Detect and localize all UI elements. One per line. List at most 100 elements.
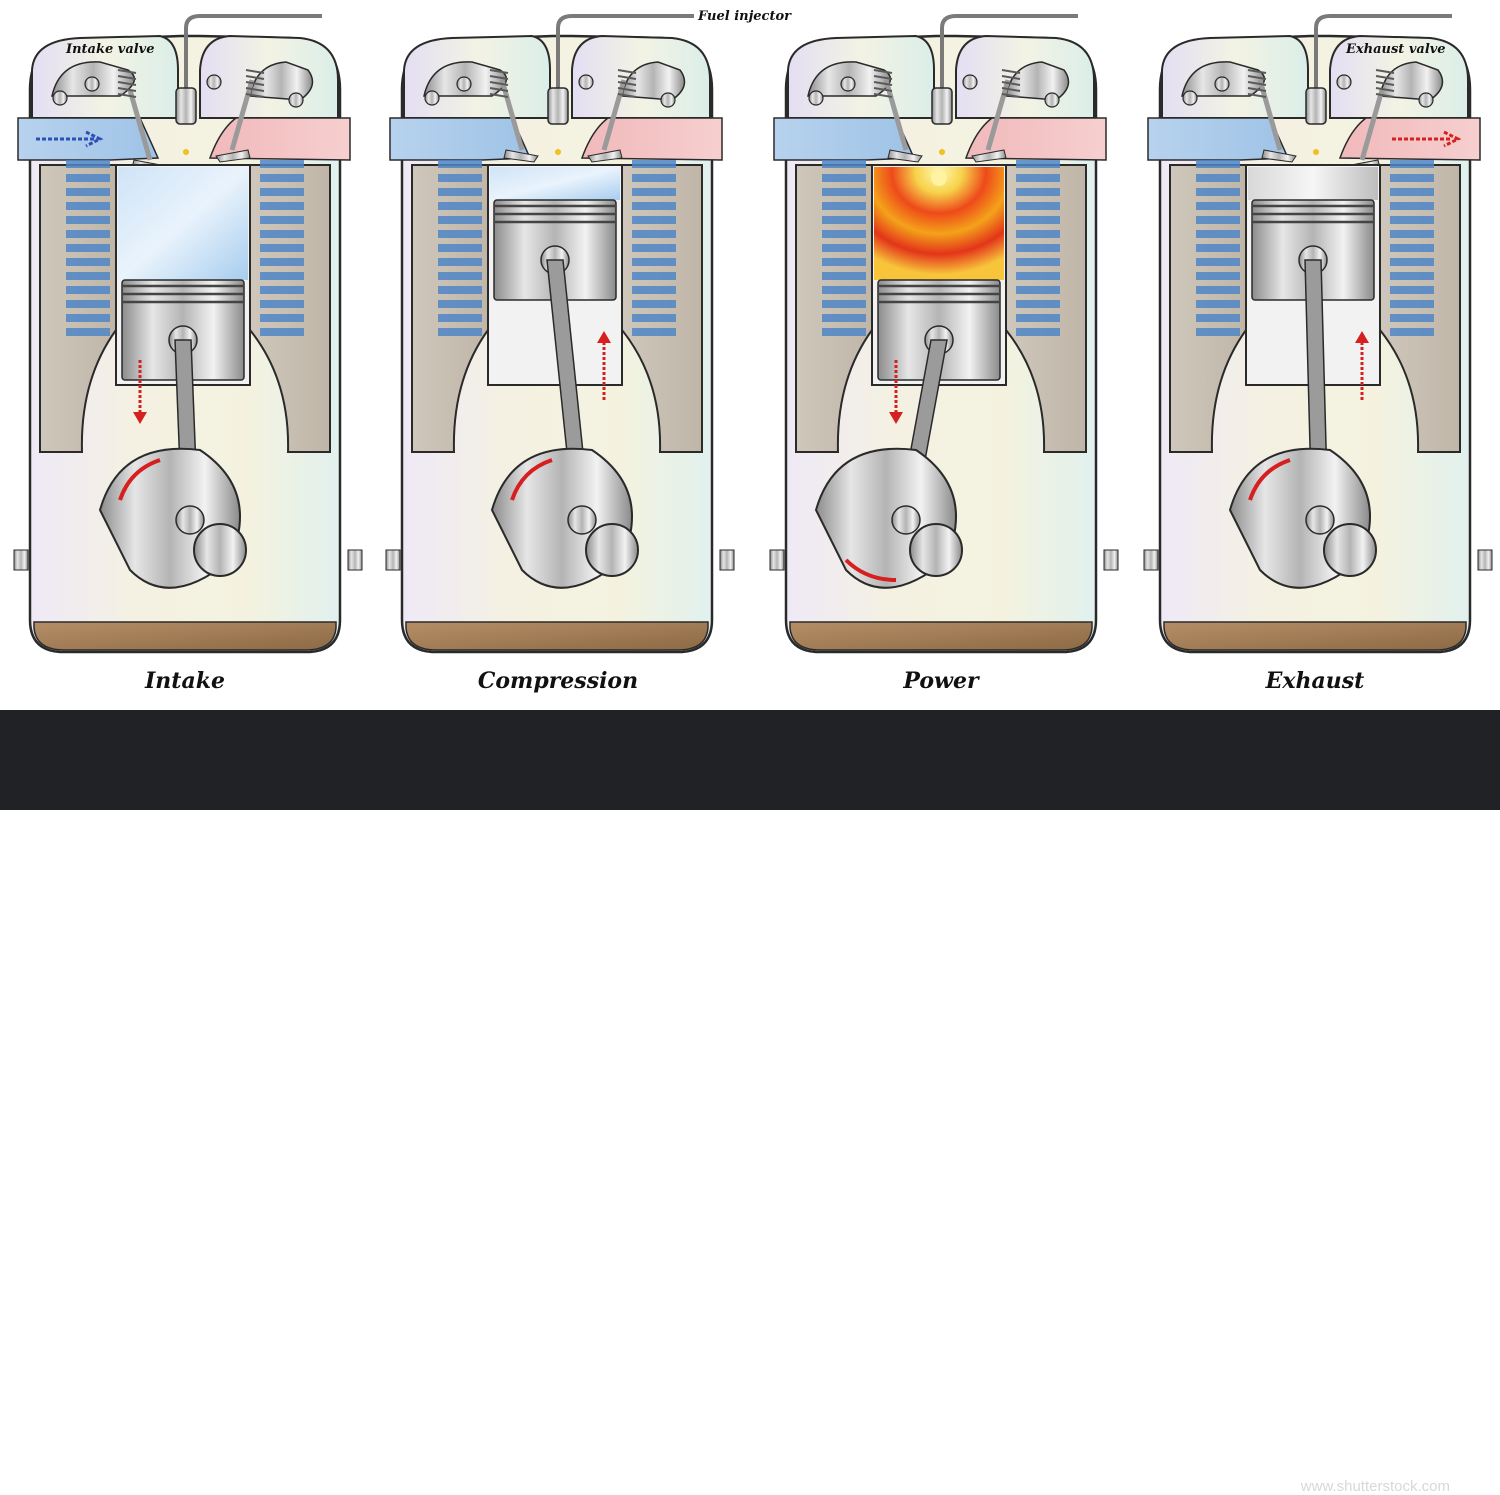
coolant-channel xyxy=(260,230,304,238)
coolant-channel xyxy=(1390,160,1434,168)
piston-motion-arrowhead xyxy=(597,331,611,343)
mount-bolt xyxy=(719,549,735,571)
coolant-channel xyxy=(1016,244,1060,252)
stroke-caption-compression: Compression xyxy=(477,668,639,694)
coolant-channel xyxy=(822,300,866,308)
coolant-channel xyxy=(1390,188,1434,196)
coolant-channel xyxy=(260,300,304,308)
brand-logo: shutterst∴ck xyxy=(52,1438,371,1492)
crank-main-journal xyxy=(891,505,921,535)
coolant-channel xyxy=(822,244,866,252)
valve-spring xyxy=(617,87,637,92)
coolant-channel xyxy=(1016,216,1060,224)
rocker-pivot xyxy=(456,76,472,92)
crank-main-journal xyxy=(1305,505,1335,535)
valve-spring xyxy=(1375,81,1395,86)
coolant-channel xyxy=(260,174,304,182)
intake-valve-head xyxy=(1261,149,1297,163)
valve-spring xyxy=(1247,81,1267,86)
coolant-channel xyxy=(1016,230,1060,238)
valve-spring xyxy=(1375,93,1395,98)
valve-spring xyxy=(489,87,509,92)
coolant-channel xyxy=(1390,216,1434,224)
rocker-pivot xyxy=(660,92,676,108)
coolant-channel xyxy=(1016,300,1060,308)
coolant-channel xyxy=(822,174,866,182)
crank-pin xyxy=(193,523,247,577)
intake-valve-stem xyxy=(1257,79,1283,151)
coolant-channel xyxy=(1016,328,1060,336)
coolant-channel xyxy=(822,230,866,238)
valve-spring xyxy=(117,87,137,92)
intake-valve-stem xyxy=(883,79,909,151)
valve-spring xyxy=(1001,93,1021,98)
site-url: www.shutterstock.com xyxy=(1300,1478,1450,1495)
valve-spring xyxy=(489,75,509,80)
coolant-channel xyxy=(1390,272,1434,280)
four-stroke-diagram xyxy=(13,14,1493,654)
valve-spring xyxy=(873,81,893,86)
valve-spring xyxy=(1001,69,1021,74)
valve-spring xyxy=(1001,87,1021,92)
coolant-channel xyxy=(632,160,676,168)
exhaust-valve-stem xyxy=(1359,89,1385,161)
mount-bolt xyxy=(1103,549,1119,571)
engine-compression xyxy=(385,14,735,654)
coolant-channel xyxy=(1390,258,1434,266)
coolant-channel xyxy=(260,258,304,266)
coolant-channel xyxy=(260,244,304,252)
exhaust-valve-head xyxy=(971,149,1007,163)
coolant-channel xyxy=(260,272,304,280)
footer-bar: shutterst∴ck IMAGE ID: 2034159914 www.sh… xyxy=(0,710,1500,1495)
coolant-channel xyxy=(66,160,110,168)
valve-spring xyxy=(617,81,637,86)
coolant-channel xyxy=(260,188,304,196)
valve-spring xyxy=(617,69,637,74)
valve-spring xyxy=(117,81,137,86)
exhaust-valve-stem xyxy=(601,79,627,151)
injector-tip xyxy=(555,149,561,155)
rocker-pivot xyxy=(288,92,304,108)
valve-spring xyxy=(873,93,893,98)
coolant-channel xyxy=(1016,314,1060,322)
intake-valve-head xyxy=(503,149,539,163)
intake-valve-stem xyxy=(127,89,153,161)
coolant-channel xyxy=(632,188,676,196)
coolant-channel xyxy=(260,314,304,322)
engine-diagram: Intake valve Fuel injector Exhaust valve… xyxy=(0,0,1500,710)
coolant-channel xyxy=(632,230,676,238)
coolant-channel xyxy=(1016,272,1060,280)
stroke-caption-exhaust: Exhaust xyxy=(1265,668,1365,694)
crank-rotation-arrow xyxy=(510,458,553,501)
exhaust-flow-arrow xyxy=(1392,130,1462,148)
injector-tip xyxy=(939,149,945,155)
rocker-pivot xyxy=(808,90,824,106)
coolant-channel xyxy=(1016,202,1060,210)
coolant-channel xyxy=(1016,160,1060,168)
coolant-channel xyxy=(822,272,866,280)
rocker-pivot xyxy=(1214,76,1230,92)
mount-bolt xyxy=(1477,549,1493,571)
valve-spring xyxy=(117,93,137,98)
valve-spring xyxy=(1375,87,1395,92)
coolant-channel xyxy=(1196,174,1240,182)
valve-spring xyxy=(1375,75,1395,80)
oil-sump xyxy=(33,621,337,651)
piston-motion-arrowhead xyxy=(133,412,147,424)
coolant-channel xyxy=(66,300,110,308)
rocker-pivot xyxy=(206,74,222,90)
coolant-channel xyxy=(66,272,110,280)
crank-rotation-arrow xyxy=(1248,458,1291,501)
coolant-channel xyxy=(260,160,304,168)
engine-exhaust xyxy=(1143,14,1493,654)
coolant-channel xyxy=(66,230,110,238)
coolant-channel xyxy=(1196,188,1240,196)
coolant-channel xyxy=(1016,188,1060,196)
fuel-line xyxy=(556,14,694,120)
coolant-channel xyxy=(260,202,304,210)
engine-intake xyxy=(13,14,363,654)
coolant-channel xyxy=(1196,258,1240,266)
coolant-channel xyxy=(438,174,482,182)
coolant-channel xyxy=(632,244,676,252)
ignition-spark xyxy=(931,170,947,186)
